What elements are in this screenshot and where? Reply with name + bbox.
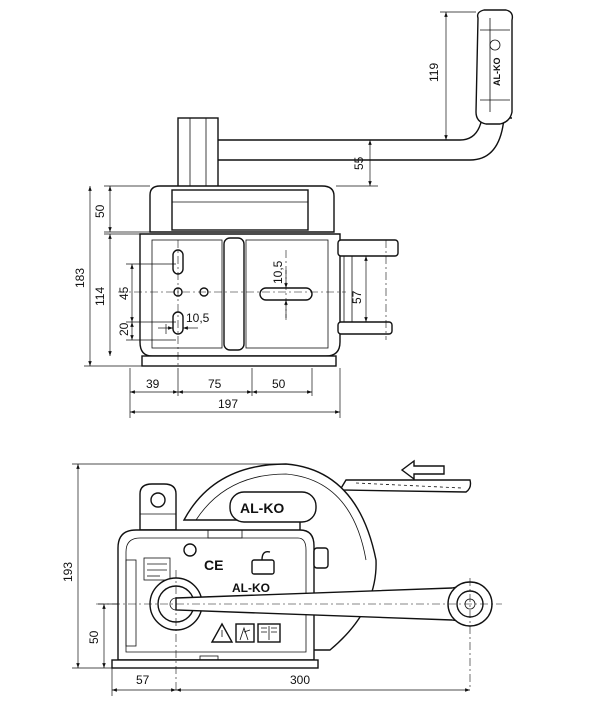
strap-direction-arrow	[400, 459, 445, 481]
arrow-icon	[400, 459, 445, 481]
center-rib	[223, 237, 245, 351]
crank-shaft-stub	[177, 117, 219, 189]
ear-hole	[150, 492, 166, 508]
side-view: AL-KO CE AL-KO	[61, 459, 502, 696]
base-flange	[141, 355, 337, 367]
strap	[338, 479, 472, 493]
ce-mark: CE	[204, 557, 223, 573]
dim-overall-width: 197	[218, 397, 238, 411]
dim-drum-bracket: 57	[350, 290, 364, 304]
pawl-lever	[313, 547, 329, 569]
side-view-dimensions: 193 50 57 300	[61, 463, 470, 696]
side-housing: CE AL-KO	[111, 529, 329, 669]
dim-hole-offset: 20	[117, 322, 131, 336]
hand-warning-icon	[235, 623, 255, 643]
side-crank-arm	[96, 570, 502, 690]
dim-base-offset-1: 39	[146, 377, 160, 391]
top-view: AL-KO	[73, 9, 514, 418]
top-view-dimensions: 119 55 50 183 114 45 20	[73, 11, 476, 418]
handle-grip	[475, 9, 514, 125]
drum-badge	[229, 491, 317, 523]
bolt-head	[183, 543, 197, 557]
drum-bracket-top	[337, 239, 399, 257]
dim-base-offset-3: 50	[272, 377, 286, 391]
mounting-ear	[139, 483, 177, 531]
rating-label	[143, 557, 171, 581]
dim-slot-width-v: 10,5	[271, 260, 285, 284]
dim-base-offset-2: 75	[208, 377, 222, 391]
drum-logo: AL-KO	[240, 500, 284, 516]
lock-icon	[251, 550, 275, 575]
drum-bracket-bottom	[337, 321, 393, 335]
side-rib	[125, 559, 137, 647]
side-base	[111, 659, 319, 669]
body-logo: AL-KO	[232, 581, 270, 595]
handle-logo: AL-KO	[492, 58, 502, 87]
mounting-plate	[151, 239, 223, 349]
dim-axle-height: 50	[87, 630, 101, 644]
crank-handle: AL-KO	[177, 9, 514, 189]
dim-crank-offset: 55	[352, 156, 366, 170]
dim-crank-length: 300	[290, 673, 310, 687]
dim-left-offset: 57	[136, 673, 150, 687]
dim-hole-spacing: 45	[117, 286, 131, 300]
cover-panel	[171, 189, 309, 231]
dim-overall-height: 183	[73, 268, 87, 288]
dim-plate-height: 114	[93, 287, 107, 306]
dim-upper-height: 50	[93, 204, 107, 218]
dim-handle-length: 119	[427, 63, 441, 82]
winch-housing-top	[118, 185, 399, 368]
dim-side-overall-height: 193	[61, 562, 75, 582]
dim-slot-width-h: 10,5	[186, 311, 210, 325]
